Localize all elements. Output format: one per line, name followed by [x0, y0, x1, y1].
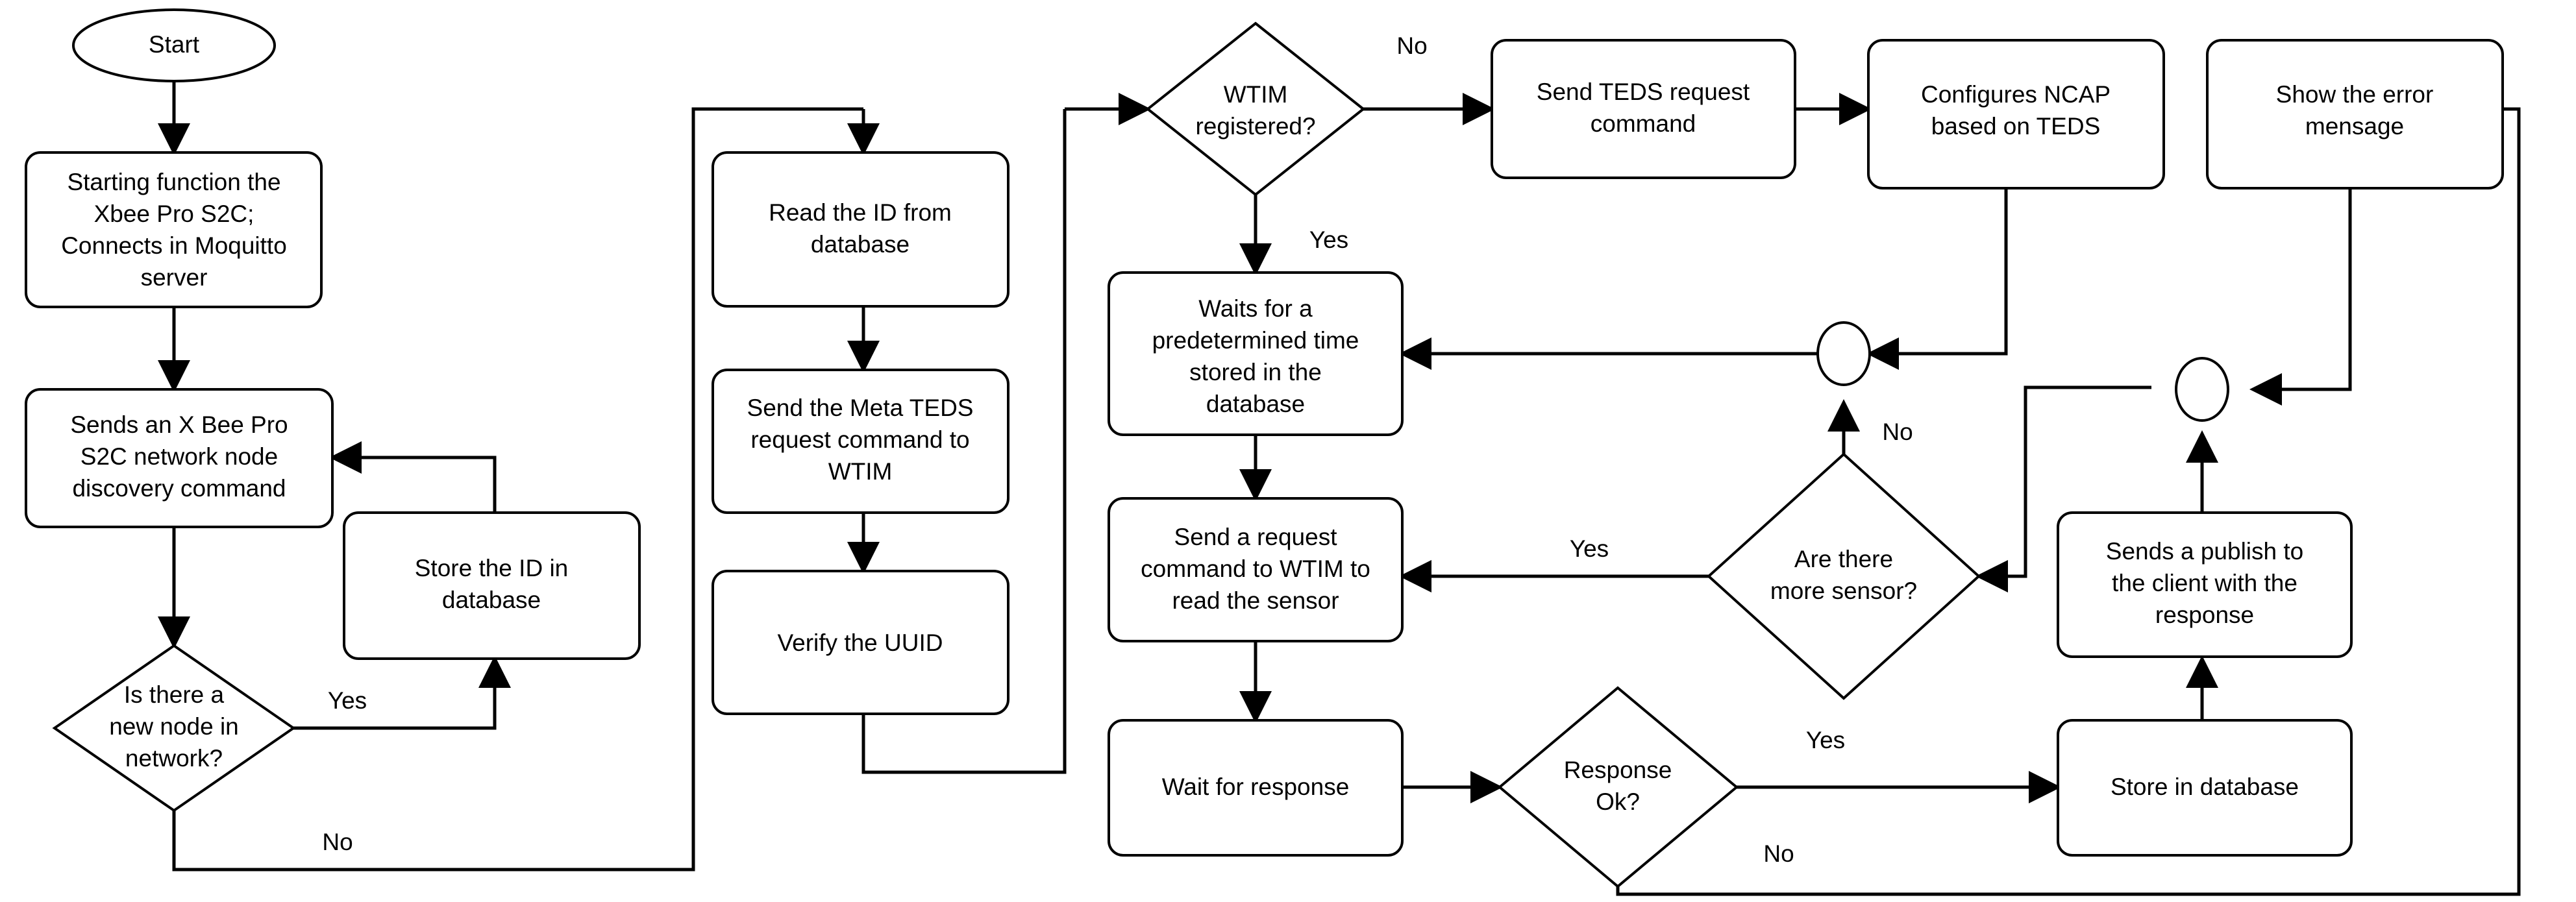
node-response-ok[interactable]: Response Ok?: [1497, 686, 1739, 888]
node-verify-uuid-line-0: Verify the UUID: [778, 629, 943, 656]
node-send-meta-teds-line-2: WTIM: [828, 458, 893, 485]
edge-configures-to-junction-left: [1866, 188, 2008, 370]
node-response-ok-line-0: Response: [1564, 757, 1672, 783]
node-more-sensor[interactable]: Are there more sensor?: [1707, 452, 1981, 700]
node-wait-response[interactable]: Wait for response: [1108, 719, 1404, 857]
node-wtim-registered[interactable]: WTIM registered?: [1145, 21, 1366, 197]
node-send-read-line-0: Send a request: [1174, 524, 1338, 550]
edge-label-wtim-yes: Yes: [1309, 226, 1348, 253]
node-show-error-line-1: mensage: [2305, 113, 2404, 140]
edge-labels: Yes No No Yes No Yes Yes No: [322, 32, 1913, 867]
node-configures-ncap[interactable]: Configures NCAP based on TEDS: [1867, 39, 2165, 189]
node-waits-time-line-0: Waits for a: [1198, 295, 1313, 322]
node-configures-ncap-line-1: based on TEDS: [1931, 113, 2101, 140]
node-send-discovery-line-0: Sends an X Bee Pro: [70, 411, 288, 438]
edge-label-more-sensor-yes: Yes: [1570, 535, 1609, 562]
node-sends-publish-line-2: response: [2155, 602, 2254, 628]
node-send-meta-teds-line-1: request command to: [750, 426, 969, 453]
edge-label-more-sensor-no: No: [1882, 419, 1913, 445]
node-store-id-line-0: Store the ID in: [415, 555, 569, 581]
node-start[interactable]: Start: [72, 8, 276, 82]
edge-new-node-yes-to-store-id: [293, 655, 511, 730]
edge-verify-uuid-right-up: [861, 109, 1067, 774]
node-wtim-registered-line-1: registered?: [1195, 113, 1315, 140]
node-waits-time-line-2: stored in the: [1189, 359, 1322, 385]
node-configures-ncap-line-0: Configures NCAP: [1921, 81, 2111, 108]
node-new-node-decision[interactable]: Is there a new node in network?: [52, 644, 296, 812]
node-new-node-line-2: network?: [125, 745, 223, 772]
edge-label-response-no: No: [1763, 840, 1794, 867]
node-store-in-database[interactable]: Store in database: [2057, 719, 2353, 857]
node-new-node-line-0: Is there a: [124, 681, 225, 708]
edge-label-response-yes: Yes: [1806, 727, 1845, 753]
node-starting-function-line-2: Connects in Moquitto: [61, 232, 287, 259]
node-send-teds-line-0: Send TEDS request: [1537, 79, 1750, 105]
node-starting-function-line-0: Starting function the: [67, 169, 280, 195]
node-response-ok-line-1: Ok?: [1596, 788, 1640, 815]
edge-label-wtim-no: No: [1396, 32, 1427, 59]
node-waits-time-line-1: predetermined time: [1152, 327, 1359, 354]
edge-store-id-to-discovery: [329, 441, 497, 513]
node-starting-function-line-1: Xbee Pro S2C;: [94, 201, 254, 227]
node-read-id-line-1: database: [811, 231, 910, 258]
node-sends-publish[interactable]: Sends a publish to the client with the r…: [2057, 511, 2353, 658]
edge-new-node-no-to-read-id: [172, 107, 863, 872]
node-more-sensor-line-0: Are there: [1794, 546, 1893, 572]
edge-label-new-node-no: No: [322, 829, 353, 855]
edge-label-new-node-yes: Yes: [328, 687, 367, 714]
node-send-discovery[interactable]: Sends an X Bee Pro S2C network node disc…: [25, 388, 334, 528]
node-waits-time-line-3: database: [1206, 391, 1305, 417]
node-show-error-line-0: Show the error: [2276, 81, 2434, 108]
edge-show-error-to-junction-right: [2249, 188, 2352, 406]
node-waits-time[interactable]: Waits for a predetermined time stored in…: [1108, 271, 1404, 436]
node-show-error[interactable]: Show the error mensage: [2206, 39, 2504, 189]
node-send-read-sensor[interactable]: Send a request command to WTIM to read t…: [1108, 497, 1404, 642]
node-starting-function-line-3: server: [141, 264, 208, 291]
node-send-teds-line-1: command: [1591, 110, 1696, 137]
node-more-sensor-line-1: more sensor?: [1770, 578, 1917, 604]
node-store-id[interactable]: Store the ID in database: [343, 511, 641, 660]
node-wait-response-line-0: Wait for response: [1162, 774, 1350, 800]
node-send-read-line-1: command to WTIM to: [1141, 555, 1370, 582]
node-send-discovery-line-2: discovery command: [72, 475, 286, 502]
node-read-id[interactable]: Read the ID from database: [712, 151, 1009, 308]
node-read-id-line-0: Read the ID from: [769, 199, 952, 226]
node-verify-uuid[interactable]: Verify the UUID: [712, 570, 1009, 715]
node-wtim-registered-line-0: WTIM: [1224, 81, 1288, 108]
node-send-discovery-line-1: S2C network node: [80, 443, 278, 470]
node-sends-publish-line-1: the client with the: [2112, 570, 2297, 596]
node-store-id-line-1: database: [442, 587, 541, 613]
edge-junction-right-to-more-sensor: [1975, 385, 2151, 592]
node-junction-right[interactable]: [2175, 357, 2229, 422]
node-junction-left[interactable]: [1816, 321, 1871, 386]
node-send-teds-request[interactable]: Send TEDS request command: [1491, 39, 1796, 179]
node-send-read-line-2: read the sensor: [1172, 587, 1339, 614]
node-store-in-database-line-0: Store in database: [2111, 774, 2299, 800]
node-start-label: Start: [149, 31, 200, 58]
node-new-node-line-1: new node in: [109, 713, 239, 740]
node-starting-function[interactable]: Starting function the Xbee Pro S2C; Conn…: [25, 151, 323, 308]
node-send-meta-teds-line-0: Send the Meta TEDS: [747, 395, 974, 421]
node-sends-publish-line-0: Sends a publish to: [2106, 538, 2303, 565]
node-send-meta-teds[interactable]: Send the Meta TEDS request command to WT…: [712, 369, 1009, 514]
